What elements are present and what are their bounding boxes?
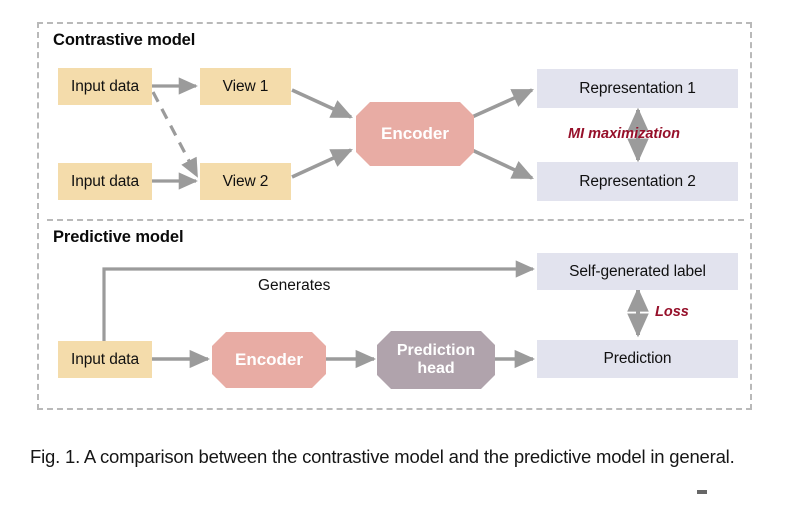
node-encoder-contrastive-label: Encoder	[380, 124, 450, 144]
node-prediction-head-label-line2: head	[417, 360, 455, 377]
node-representation-1-label: Representation 1	[579, 79, 696, 97]
node-encoder-contrastive[interactable]: Encoder	[356, 102, 474, 166]
node-encoder-predictive-label: Encoder	[234, 350, 304, 370]
predictive-panel-title: Predictive model	[53, 228, 184, 246]
node-input-data-predictive-label: Input data	[71, 350, 139, 368]
node-prediction[interactable]: Prediction	[537, 340, 738, 378]
node-view-1-label: View 1	[222, 77, 269, 95]
node-representation-1[interactable]: Representation 1	[537, 69, 738, 108]
node-prediction-head-label-line1: Prediction	[396, 341, 476, 359]
contrastive-panel-title: Contrastive model	[53, 31, 196, 49]
node-representation-2[interactable]: Representation 2	[537, 162, 738, 201]
node-input-data-bottom-label: Input data	[71, 172, 139, 190]
node-view-2-label: View 2	[222, 172, 269, 190]
label-generates: Generates	[258, 277, 331, 294]
node-prediction-head[interactable]: Prediction head	[377, 331, 495, 389]
label-loss: Loss	[655, 304, 689, 320]
node-input-data-bottom[interactable]: Input data	[58, 163, 152, 200]
node-encoder-predictive[interactable]: Encoder	[212, 332, 326, 388]
panel-divider	[47, 219, 744, 221]
node-prediction-label: Prediction	[603, 350, 672, 367]
node-input-data-predictive[interactable]: Input data	[58, 341, 152, 378]
node-input-data-top[interactable]: Input data	[58, 68, 152, 105]
figure-caption: Fig. 1. A comparison between the contras…	[30, 446, 735, 467]
scan-artifact	[697, 490, 707, 494]
node-representation-2-label: Representation 2	[579, 172, 696, 190]
node-view-1[interactable]: View 1	[200, 68, 291, 105]
node-self-generated-label[interactable]: Self-generated label	[537, 253, 738, 290]
node-self-generated-label-text: Self-generated label	[569, 262, 706, 280]
label-mi-maximization: MI maximization	[568, 126, 680, 142]
node-view-2[interactable]: View 2	[200, 163, 291, 200]
node-input-data-top-label: Input data	[71, 77, 139, 95]
